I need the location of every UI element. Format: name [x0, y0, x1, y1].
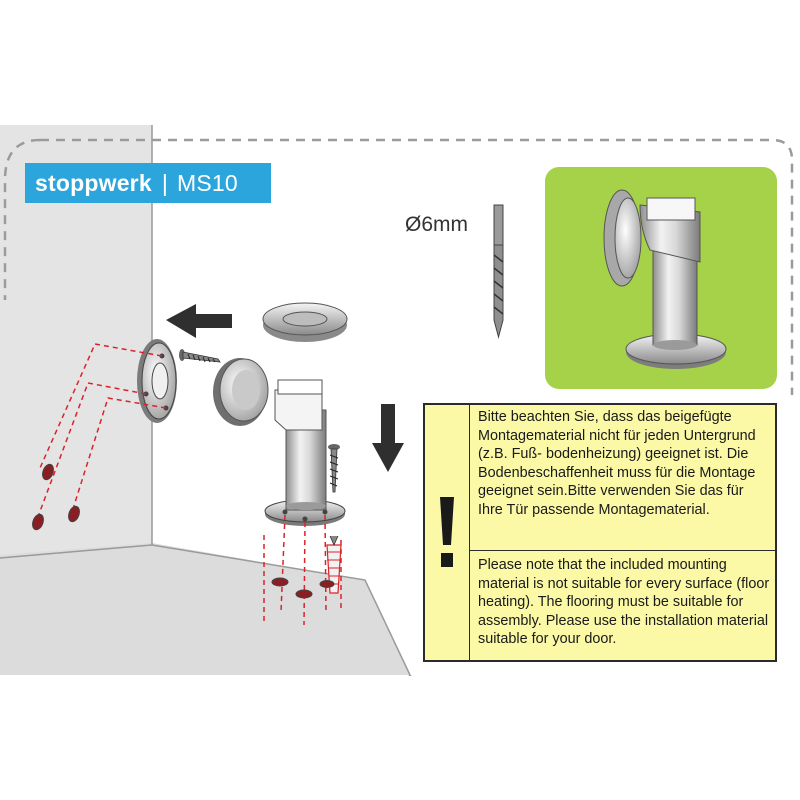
- brand-name: stoppwerk: [35, 169, 152, 196]
- wall-plate: [137, 339, 177, 423]
- floor-screw: [328, 444, 340, 493]
- wall-cover-disc: [213, 358, 269, 426]
- wall-holes: [32, 463, 80, 531]
- notice-box: Bitte beachten Sie, dass das beigefügte …: [423, 403, 777, 662]
- notice-text-english: Please note that the included mounting m…: [478, 557, 770, 648]
- brand-badge: stoppwerk | MS10: [25, 163, 271, 203]
- drill-bit: [493, 204, 504, 339]
- drill-size-label: Ø6mm: [405, 213, 468, 236]
- exclamation-mark-icon: [440, 496, 454, 567]
- warning-column: [425, 405, 470, 660]
- floor-holes: [271, 577, 335, 599]
- floor-ring: [262, 302, 348, 342]
- room-backdrop: [0, 125, 411, 676]
- product-preview: [545, 167, 777, 389]
- arrow-down-icon: [372, 404, 404, 472]
- arrow-left-icon: [166, 304, 232, 338]
- notice-text-column: Bitte beachten Sie, dass das beigefügte …: [470, 405, 775, 660]
- dashed-frame: [40, 138, 794, 676]
- brand-separator: |: [161, 169, 169, 196]
- notice-text-german: Bitte beachten Sie, dass das beigefügte …: [470, 405, 775, 551]
- wall-screw: [179, 349, 221, 363]
- dashed-frame-left: [3, 138, 41, 300]
- floor-guide-lines: [263, 514, 342, 626]
- wall-guide-lines: [35, 343, 167, 523]
- model-number: MS10: [177, 169, 238, 196]
